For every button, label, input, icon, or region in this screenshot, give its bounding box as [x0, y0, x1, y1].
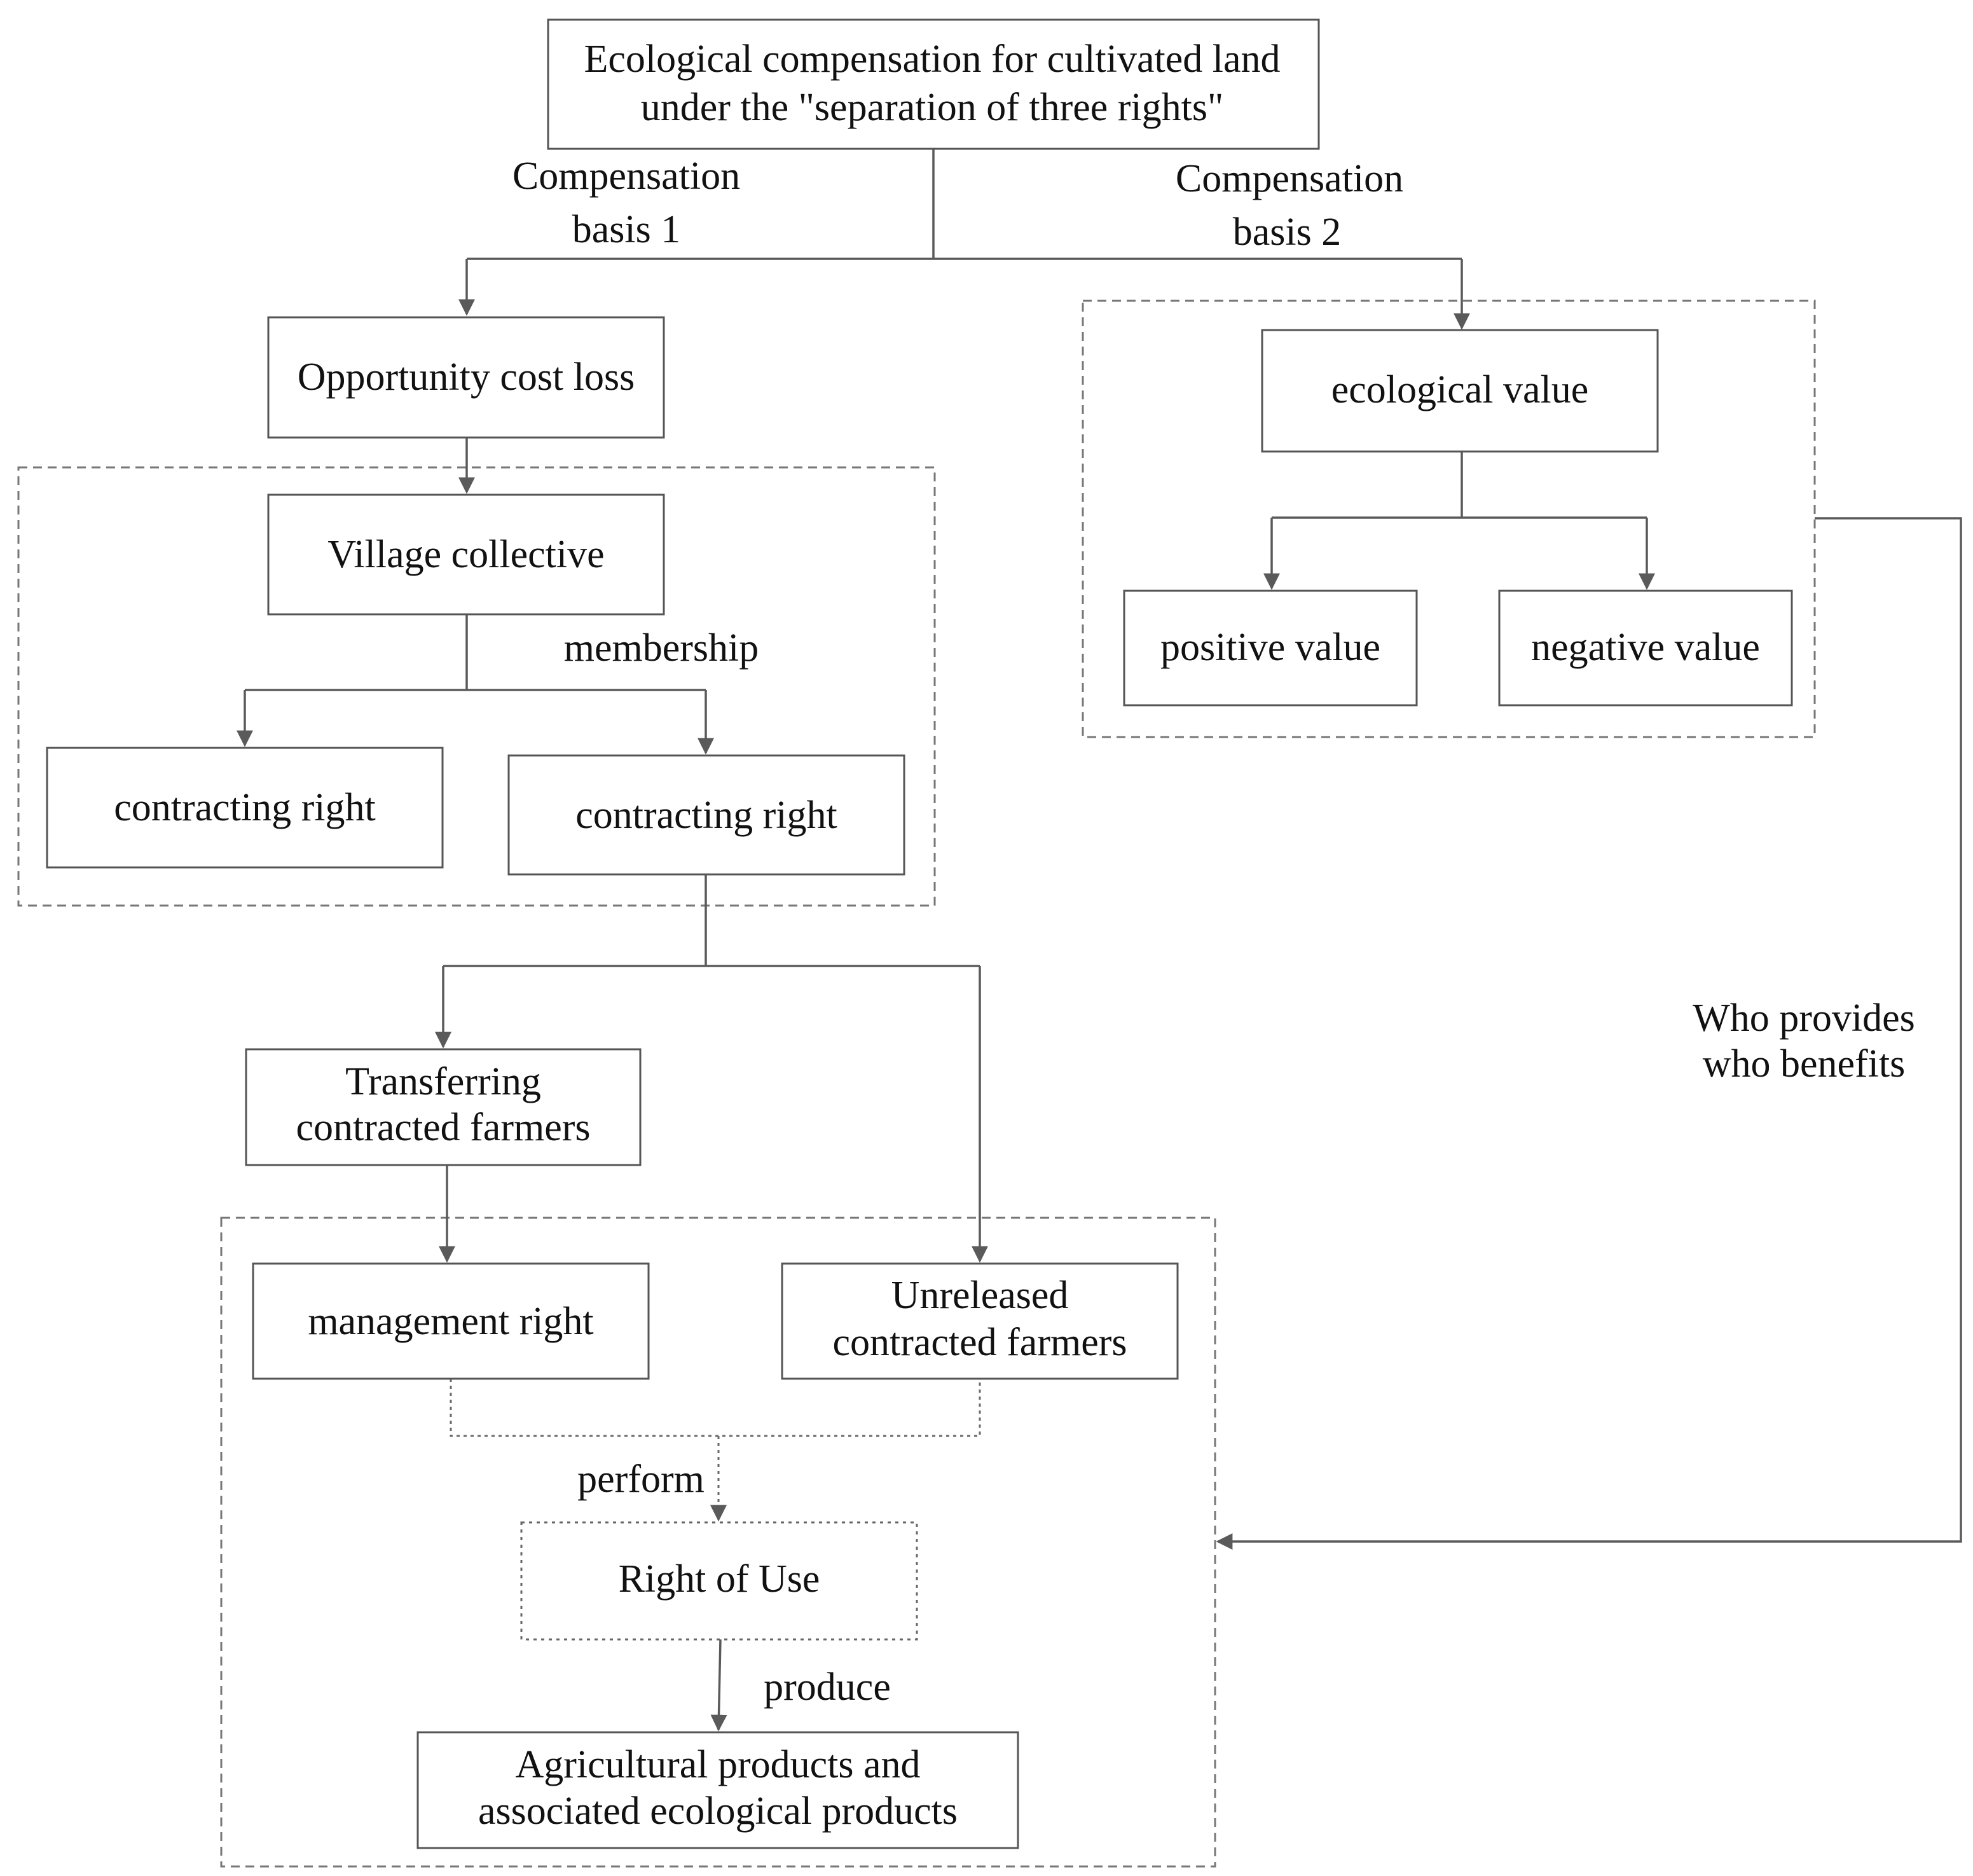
ecological-value-label: ecological value: [1331, 368, 1589, 411]
basis2-label-line2: basis 2: [1233, 210, 1342, 254]
basis1-label-line2: basis 1: [572, 208, 681, 251]
transferring-farmers-line2: contracted farmers: [296, 1106, 590, 1149]
positive-value-node: positive value: [1123, 590, 1418, 707]
contracting-right-left-node: contracting right: [46, 747, 444, 869]
produce-label: produce: [764, 1666, 891, 1709]
basis2-label-line1: Compensation: [1176, 157, 1403, 200]
positive-value-label: positive value: [1160, 626, 1380, 669]
ecological-value-node: ecological value: [1261, 329, 1659, 453]
perform-bracket-line: [450, 1379, 981, 1437]
unreleased-farmers-node: Unreleased contracted farmers: [781, 1262, 1179, 1380]
basis1-label-line1: Compensation: [512, 155, 740, 198]
opportunity-cost-node: Opportunity cost loss: [267, 316, 665, 439]
unreleased-farmers-line2: contracted farmers: [832, 1321, 1127, 1364]
who-provides-label-line1: Who provides: [1693, 997, 1915, 1040]
root-node-line1: Ecological compensation for cultivated l…: [584, 38, 1281, 81]
management-right-node: management right: [252, 1262, 650, 1380]
right-of-use-node: Right of Use: [520, 1521, 918, 1641]
who-provides-label-line2: who benefits: [1703, 1042, 1906, 1086]
membership-label: membership: [564, 626, 759, 670]
negative-value-node: negative value: [1498, 590, 1793, 707]
ecological-group-frame: [1082, 300, 1816, 738]
village-collective-node: Village collective: [267, 493, 665, 616]
operation-group-frame: [220, 1217, 1216, 1868]
contracting-right-left-label: contracting right: [114, 786, 375, 829]
root-node: Ecological compensation for cultivated l…: [547, 18, 1320, 150]
contracting-right-right-label: contracting right: [575, 794, 837, 837]
who-provides-loop-line: [1216, 517, 1962, 1550]
negative-value-label: negative value: [1531, 626, 1760, 669]
village-collective-label: Village collective: [327, 533, 604, 576]
opportunity-cost-label: Opportunity cost loss: [298, 355, 635, 399]
arrow-to-agricultural: [710, 1639, 727, 1732]
agricultural-products-node: Agricultural products and associated eco…: [416, 1731, 1019, 1849]
contracting-right-right-node: contracting right: [507, 754, 905, 876]
management-right-label: management right: [308, 1300, 593, 1343]
agricultural-products-line1: Agricultural products and: [515, 1743, 920, 1786]
right-of-use-label: Right of Use: [619, 1557, 820, 1601]
perform-label: perform: [577, 1458, 705, 1501]
village-group-frame: [17, 466, 936, 907]
unreleased-farmers-line1: Unreleased: [891, 1274, 1069, 1317]
transferring-farmers-node: Transferring contracted farmers: [245, 1048, 642, 1166]
transferring-farmers-line1: Transferring: [345, 1060, 541, 1103]
root-node-line2: under the "separation of three rights": [641, 86, 1224, 129]
agricultural-products-line2: associated ecological products: [478, 1790, 958, 1833]
